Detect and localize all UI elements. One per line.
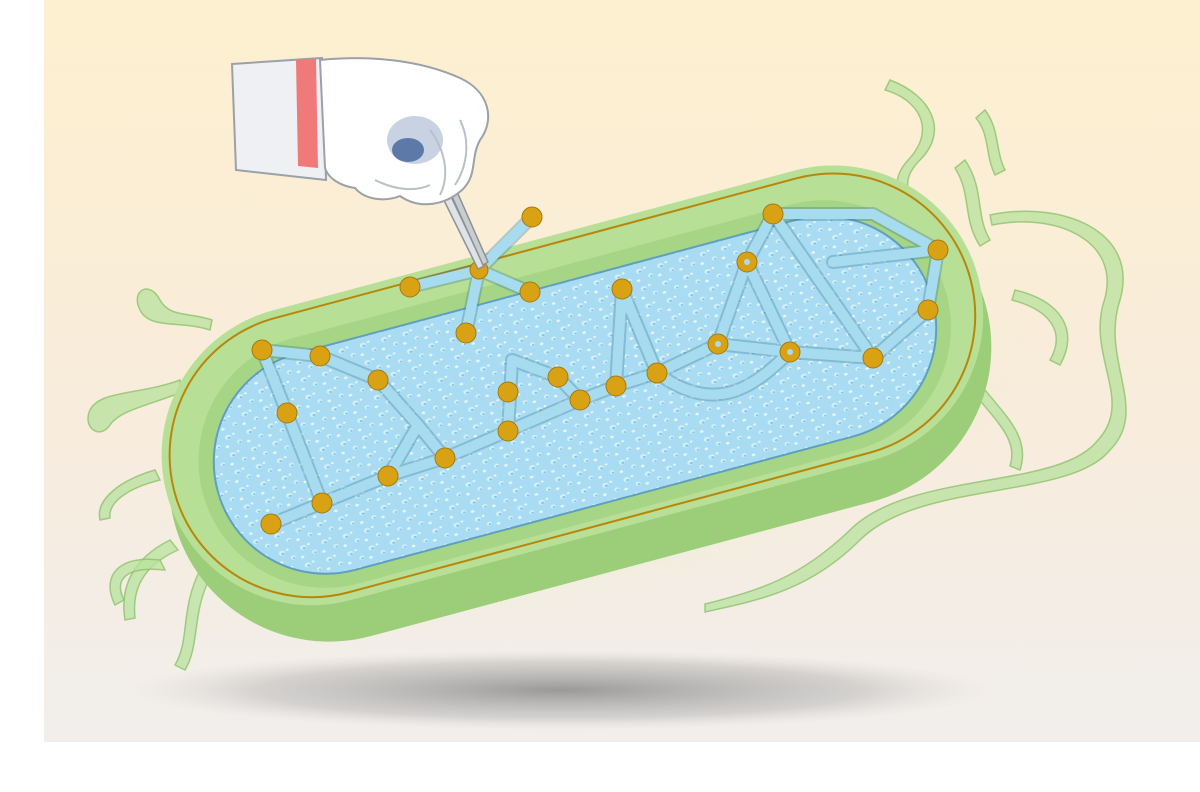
network-node xyxy=(309,345,331,367)
cell-membrane xyxy=(168,172,977,599)
network-node xyxy=(611,278,633,300)
network-node xyxy=(434,447,456,469)
network-node xyxy=(646,362,668,384)
network-node xyxy=(569,389,591,411)
network-node xyxy=(927,239,949,261)
network-node xyxy=(399,276,421,298)
network-node xyxy=(311,492,333,514)
network-node xyxy=(519,281,541,303)
network-node xyxy=(605,375,627,397)
network-node xyxy=(251,339,273,361)
cell-shadow xyxy=(130,650,990,730)
network-node xyxy=(455,322,477,344)
gloved-hand-icon xyxy=(230,56,490,206)
network-node xyxy=(260,513,282,535)
network-node xyxy=(497,420,519,442)
network-node xyxy=(547,366,569,388)
network-node xyxy=(276,402,298,424)
network-node xyxy=(497,381,519,403)
network-node xyxy=(367,369,389,391)
network-node xyxy=(762,203,784,225)
network-node xyxy=(862,347,884,369)
network-node xyxy=(917,299,939,321)
network-node xyxy=(377,465,399,487)
network-node xyxy=(521,206,543,228)
